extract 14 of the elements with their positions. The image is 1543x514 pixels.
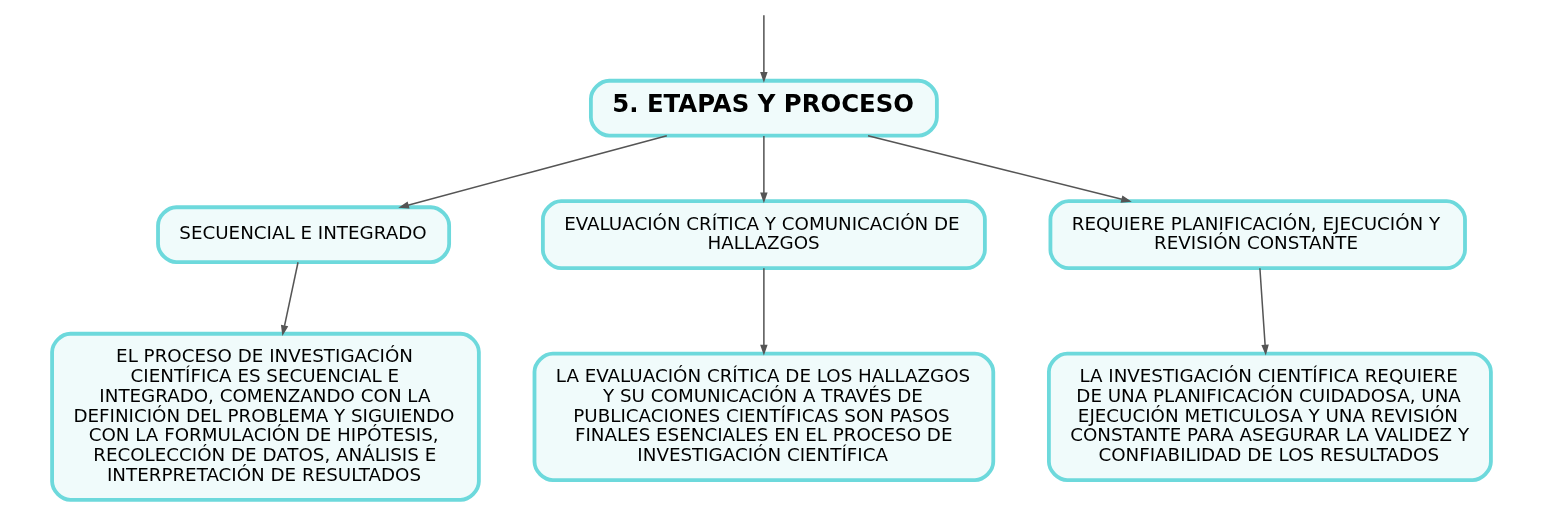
node-box: LA EVALUACIÓN CRÍTICA DE LOS HALLAZGOS Y SU COMUNICACIÓN A TRAVÉS DE PUBLICACIONES CIENTÍFICAS SON PASOS FINALES ESENCIALES EN EL PROCESO DE INVESTIGACIÓN CIENTÍFICA: [532, 351, 996, 482]
arrow: [398, 135, 668, 209]
arrow: [760, 267, 768, 356]
arrow: [760, 135, 768, 204]
node-box: EVALUACIÓN CRÍTICA Y COMUNICACIÓN DE HALLAZGOS: [540, 199, 987, 271]
node-box: SECUENCIAL E INTEGRADO: [156, 205, 452, 265]
arrow: [760, 14, 768, 83]
node-box: LA INVESTIGACIÓN CIENTÍFICA REQUIERE DE UNA PLANIFICACIÓN CUIDADOSA, UNA EJECUCIÓN METICULOSA Y UNA REVISIÓN CONSTANTE PARA ASEGURAR LA VALIDEZ Y CONFIABILIDAD DE LOS RESULTADOS: [1047, 351, 1493, 482]
node-box: EL PROCESO DE INVESTIGACIÓN CIENTÍFICA ES SECUENCIAL E INTEGRADO, COMENZANDO CON LA DEFINICIÓN DEL PROBLEMA Y SIGUIENDO CON LA FORMULACIÓN DE HIPÓTESIS, RECOLECCIÓN DE DATOS, ANÁLISIS E INTERPRETACIÓN DE RESULTADOS: [50, 331, 481, 502]
node-box: 5. ETAPAS Y PROCESO: [589, 78, 939, 138]
arrow: [1259, 267, 1269, 356]
arrow: [867, 135, 1132, 203]
arrow: [280, 261, 299, 336]
node-box: REQUIERE PLANIFICACIÓN, EJECUCIÓN Y REVISIÓN CONSTANTE: [1048, 199, 1467, 271]
